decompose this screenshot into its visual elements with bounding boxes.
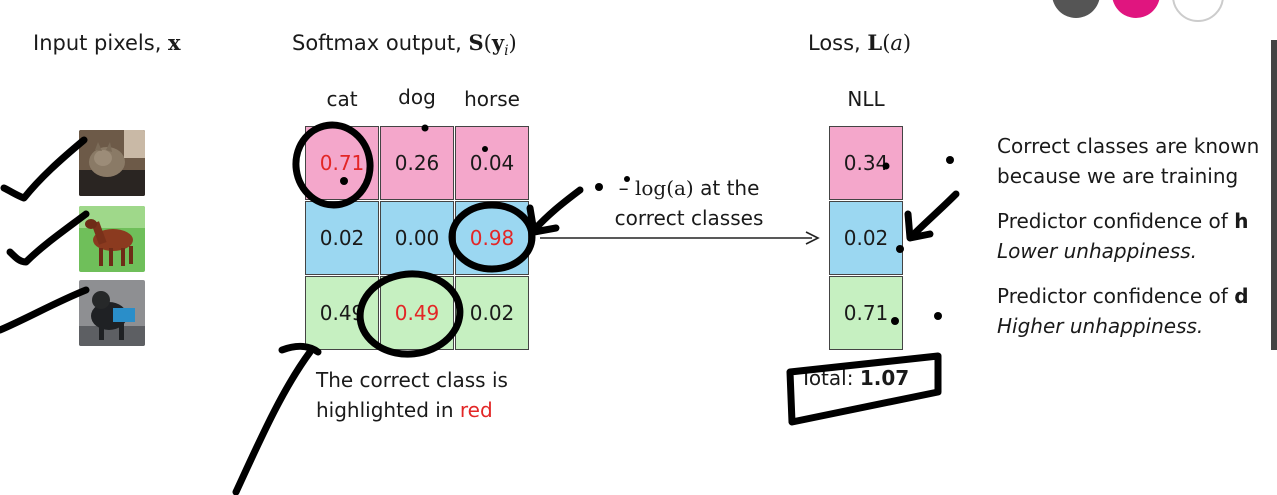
softmax-y-symbol: y [491, 30, 505, 55]
arrow-ink-to-nll [908, 190, 960, 240]
input-pixels-header-text: Input pixels, [33, 31, 169, 55]
softmax-s-symbol: S [468, 30, 484, 55]
arrow-ink-to-nll-head [904, 210, 934, 242]
nll-cell-1: 0.34 [829, 126, 903, 200]
ink-dot-10 [934, 312, 942, 320]
softmax-cell-r3-dog: 0.49 [380, 276, 454, 350]
arrow-ink-up [232, 348, 314, 495]
softmax-header-text: Softmax output, [292, 31, 469, 55]
loss-open-paren: ( [882, 31, 891, 55]
total-label: Total: [800, 366, 860, 390]
note3-bold: d [1234, 284, 1249, 308]
arrow-label: – log(a) at the correct classes [594, 173, 784, 233]
arrow-ink-to-horse-head [526, 204, 560, 236]
right-edge-scrollbar[interactable] [1271, 40, 1277, 350]
cat-image [79, 130, 145, 196]
softmax-close-paren: ) [508, 31, 517, 55]
checkmark-ink-1 [0, 136, 88, 202]
checkmark-ink-3 [0, 286, 90, 334]
softmax-cell-r1-cat: 0.71 [305, 126, 379, 200]
softmax-cell-r2-cat: 0.02 [305, 201, 379, 275]
softmax-i-subscript: i [504, 43, 509, 60]
note2-bold: h [1234, 209, 1249, 233]
call-control-button-pink[interactable] [1112, 0, 1160, 18]
class-header-horse: horse [464, 87, 520, 111]
softmax-cell-r1-horse: 0.04 [455, 126, 529, 200]
class-header-cat: cat [326, 87, 358, 111]
loss-header-text: Loss, [808, 31, 868, 55]
note-horse-confidence: Predictor confidence of h Lower unhappin… [997, 206, 1248, 266]
note1-line1: Correct classes are known [997, 134, 1260, 158]
softmax-cell-r2-dog: 0.00 [380, 201, 454, 275]
call-control-button-white[interactable] [1172, 0, 1224, 22]
softmax-open-paren: ( [483, 31, 492, 55]
note2-prefix: Predictor confidence of [997, 209, 1235, 233]
ink-dot-7 [946, 156, 954, 164]
arrow-label-minus: – [618, 176, 635, 200]
softmax-output-header: Softmax output, S(yi) [292, 30, 517, 59]
softmax-to-nll-arrowhead [805, 231, 820, 245]
note-known-classes: Correct classes are known because we are… [997, 131, 1259, 191]
arrow-label-line2: correct classes [614, 206, 764, 230]
loss-header: Loss, L(a) [808, 30, 911, 55]
total-loss: Total: 1.07 [800, 366, 909, 390]
softmax-cell-r3-horse: 0.02 [455, 276, 529, 350]
note1-line2: because we are training [997, 164, 1239, 188]
note2-line2: Lower unhappiness. [997, 239, 1198, 263]
caption-line2-text: highlighted in [316, 398, 460, 422]
softmax-cell-r1-dog: 0.26 [380, 126, 454, 200]
input-x-symbol: x [168, 30, 181, 55]
nll-header: NLL [847, 87, 885, 111]
nll-cell-3: 0.71 [829, 276, 903, 350]
arrow-ink-to-horse [530, 186, 584, 234]
loss-close-paren: ) [902, 31, 912, 55]
correct-class-caption: The correct class is highlighted in red [316, 365, 508, 425]
loss-a-symbol: a [890, 31, 903, 55]
call-control-button-dark[interactable] [1052, 0, 1100, 18]
loss-l-symbol: L [867, 30, 883, 55]
softmax-cell-r2-horse: 0.98 [455, 201, 529, 275]
softmax-cell-r3-cat: 0.49 [305, 276, 379, 350]
input-pixels-header: Input pixels, x [33, 30, 181, 55]
checkmark-ink-2 [6, 210, 90, 266]
caption-red-word: red [459, 398, 493, 422]
dog-image [79, 280, 145, 346]
arrow-label-at-the: at the [693, 176, 760, 200]
arrow-label-log-math: log(a) [634, 176, 694, 200]
class-header-dog: dog [398, 85, 436, 109]
total-value: 1.07 [859, 366, 910, 390]
horse-image [79, 206, 145, 272]
note3-line2: Higher unhappiness. [997, 314, 1204, 338]
caption-line1: The correct class is [316, 368, 508, 392]
note3-prefix: Predictor confidence of [997, 284, 1235, 308]
nll-cell-2: 0.02 [829, 201, 903, 275]
note-dog-confidence: Predictor confidence of d Higher unhappi… [997, 281, 1249, 341]
